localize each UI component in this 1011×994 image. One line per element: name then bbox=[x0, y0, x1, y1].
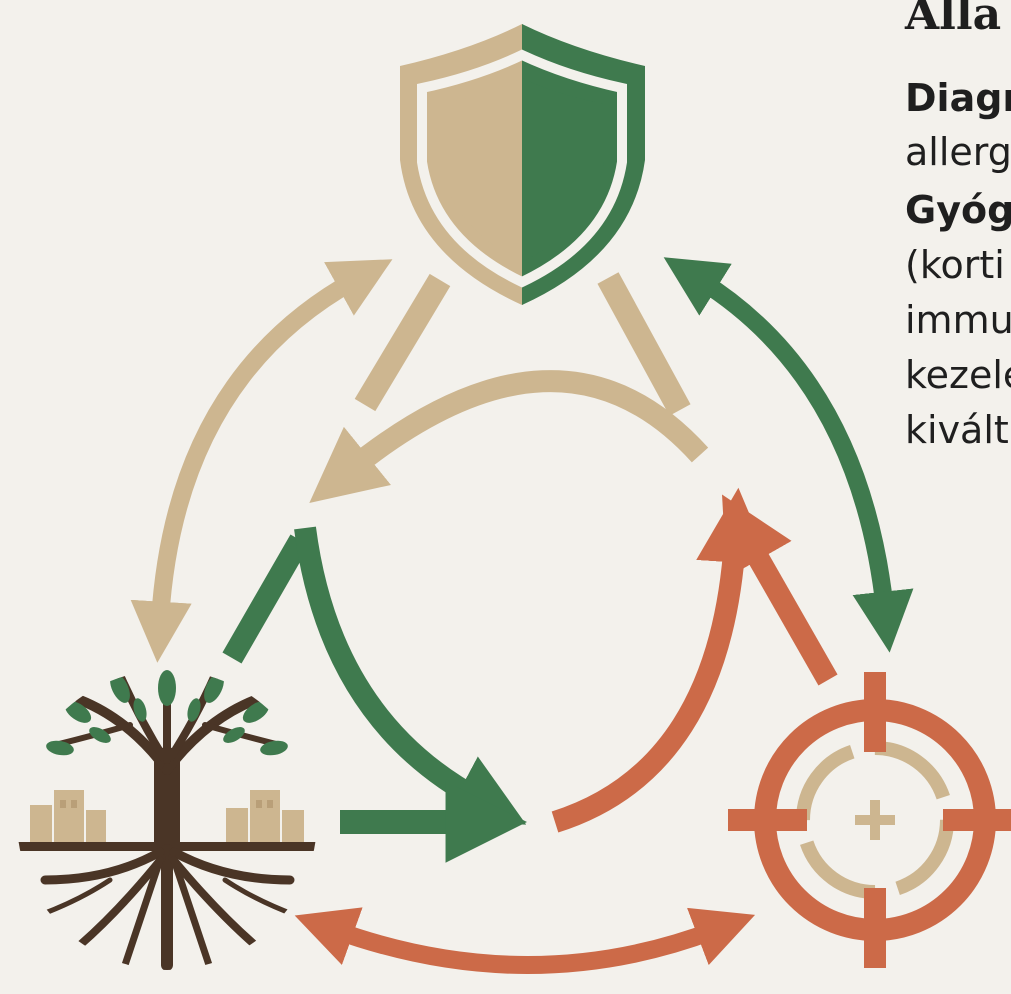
text-line-6: kezelé bbox=[905, 353, 1011, 397]
tan-wedge-left bbox=[354, 273, 451, 412]
text-line-2: allerg bbox=[905, 130, 1011, 174]
text-line-3: Gyóg bbox=[905, 188, 1011, 232]
crosshair-target-icon bbox=[728, 672, 1011, 968]
text-line-1: Diagn bbox=[905, 76, 1011, 120]
arrow-green-inner bbox=[294, 526, 527, 825]
text-line-7: kivált bbox=[905, 408, 1009, 452]
arrow-orange-inner bbox=[551, 487, 771, 833]
shield-icon bbox=[400, 24, 645, 305]
tree-with-roots-icon bbox=[17, 670, 317, 970]
arrow-orange-straight bbox=[722, 494, 838, 686]
section-heading: Álla bbox=[905, 0, 1002, 40]
text-line-5: immu bbox=[905, 298, 1011, 342]
green-stroke-left bbox=[222, 534, 310, 664]
arrow-tan-inner bbox=[309, 370, 709, 503]
tan-wedge-right bbox=[597, 272, 691, 416]
arrow-green-right bbox=[663, 257, 914, 653]
arrow-orange-bottom bbox=[294, 907, 756, 974]
text-line-4: (korti bbox=[905, 243, 1005, 287]
arrow-tan-left bbox=[130, 259, 393, 663]
